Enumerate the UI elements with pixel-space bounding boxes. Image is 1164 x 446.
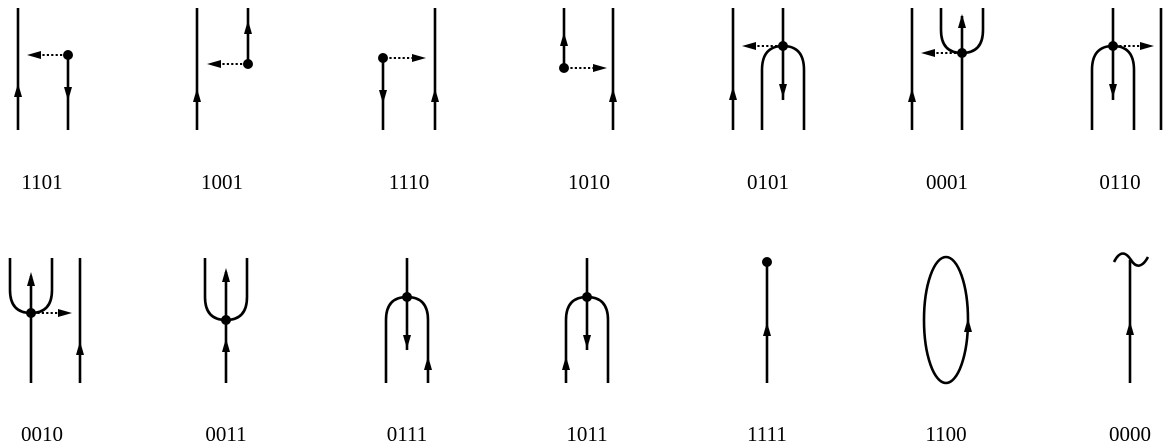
diagram-label: 1100 bbox=[925, 422, 966, 446]
diagram-1011: 1011 bbox=[562, 258, 610, 446]
diagram-0011: 0011 bbox=[203, 258, 249, 446]
diagram-label: 1010 bbox=[568, 170, 610, 194]
diagram-0110: 0110 bbox=[1090, 8, 1163, 194]
diagram-label: 1110 bbox=[389, 170, 429, 194]
diagram-1111: 1111 bbox=[747, 257, 787, 446]
diagram-1010: 1010 bbox=[559, 8, 617, 194]
diagram-label: 0001 bbox=[926, 170, 968, 194]
diagram-0101: 0101 bbox=[729, 8, 806, 194]
diagram-label: 1011 bbox=[566, 422, 607, 446]
diagram-1001: 1001 bbox=[193, 8, 253, 194]
diagram-0000: 0000 bbox=[1109, 252, 1151, 446]
diagram-0111: 0111 bbox=[384, 258, 432, 446]
diagram-label: 1001 bbox=[201, 170, 243, 194]
diagram-0010: 0010 bbox=[8, 258, 84, 446]
diagram-label: 0000 bbox=[1109, 422, 1151, 446]
diagram-label: 0011 bbox=[205, 422, 246, 446]
diagram-label: 0111 bbox=[387, 422, 427, 446]
diagram-1100: 1100 bbox=[922, 255, 972, 446]
diagram-label: 1111 bbox=[747, 422, 787, 446]
diagram-label: 0101 bbox=[747, 170, 789, 194]
diagram-label: 0010 bbox=[21, 422, 63, 446]
diagram-0001: 0001 bbox=[908, 8, 985, 194]
diagram-label: 0110 bbox=[1099, 170, 1140, 194]
diagram-label: 1101 bbox=[21, 170, 62, 194]
diagram-1101: 1101 bbox=[14, 8, 73, 194]
diagram-1110: 1110 bbox=[378, 8, 439, 194]
